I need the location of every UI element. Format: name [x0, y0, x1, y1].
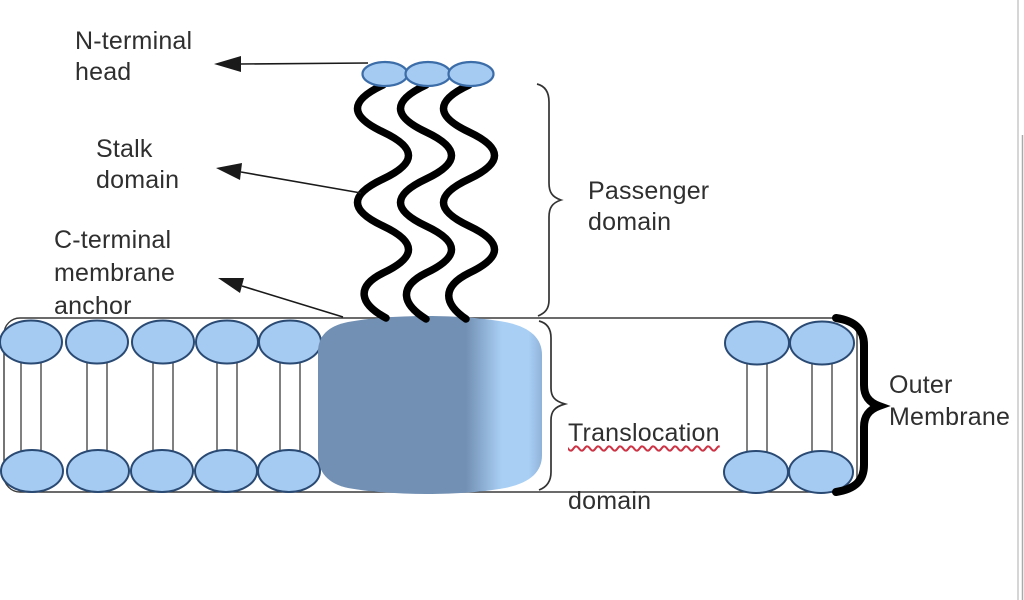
- passenger-domain-brace: [536, 83, 564, 317]
- label-translocation-word-misspelled: Translocation: [568, 419, 720, 447]
- label-passenger-domain: Passenger domain: [588, 177, 710, 236]
- bilayer-right-section: [723, 320, 855, 494]
- label-c-terminal-membrane-anchor: C-terminal membrane anchor: [54, 226, 176, 320]
- label-arrows: [214, 56, 369, 318]
- phospholipid-column: [130, 319, 195, 493]
- label-translocation-domain: Translocation domain: [568, 382, 720, 552]
- head-domains: [361, 60, 495, 88]
- head-ellipse: [447, 60, 495, 88]
- label-n-terminal-head: N-terminal head: [75, 27, 193, 86]
- phospholipid-column: [65, 319, 130, 493]
- n-terminal-head-arrow: [214, 56, 369, 72]
- phospholipid-column: [0, 319, 64, 493]
- translocation-domain-brace: [538, 320, 569, 491]
- phospholipid-column: [788, 320, 855, 494]
- stalk-coil: [353, 81, 413, 322]
- label-outer-membrane: Outer Membrane: [889, 371, 1011, 431]
- stalk-coil: [439, 81, 499, 323]
- head-ellipse: [361, 60, 409, 88]
- outer-membrane-brace: [832, 314, 891, 496]
- phospholipid-column: [723, 320, 790, 494]
- page-edge-line: [1017, 0, 1024, 600]
- label-stalk-domain: Stalk domain: [96, 135, 180, 194]
- label-translocation-word2: domain: [568, 487, 652, 515]
- phospholipid-column: [194, 319, 259, 493]
- bilayer-left-section: [0, 319, 322, 493]
- stalk-coils: [353, 81, 499, 323]
- stalk-coil: [396, 81, 456, 323]
- membrane-anchor-arrow: [218, 278, 344, 318]
- stalk-domain-arrow: [216, 163, 362, 194]
- head-ellipse: [404, 60, 452, 88]
- translocation-barrel: [318, 316, 542, 494]
- phospholipid-column: [257, 319, 322, 493]
